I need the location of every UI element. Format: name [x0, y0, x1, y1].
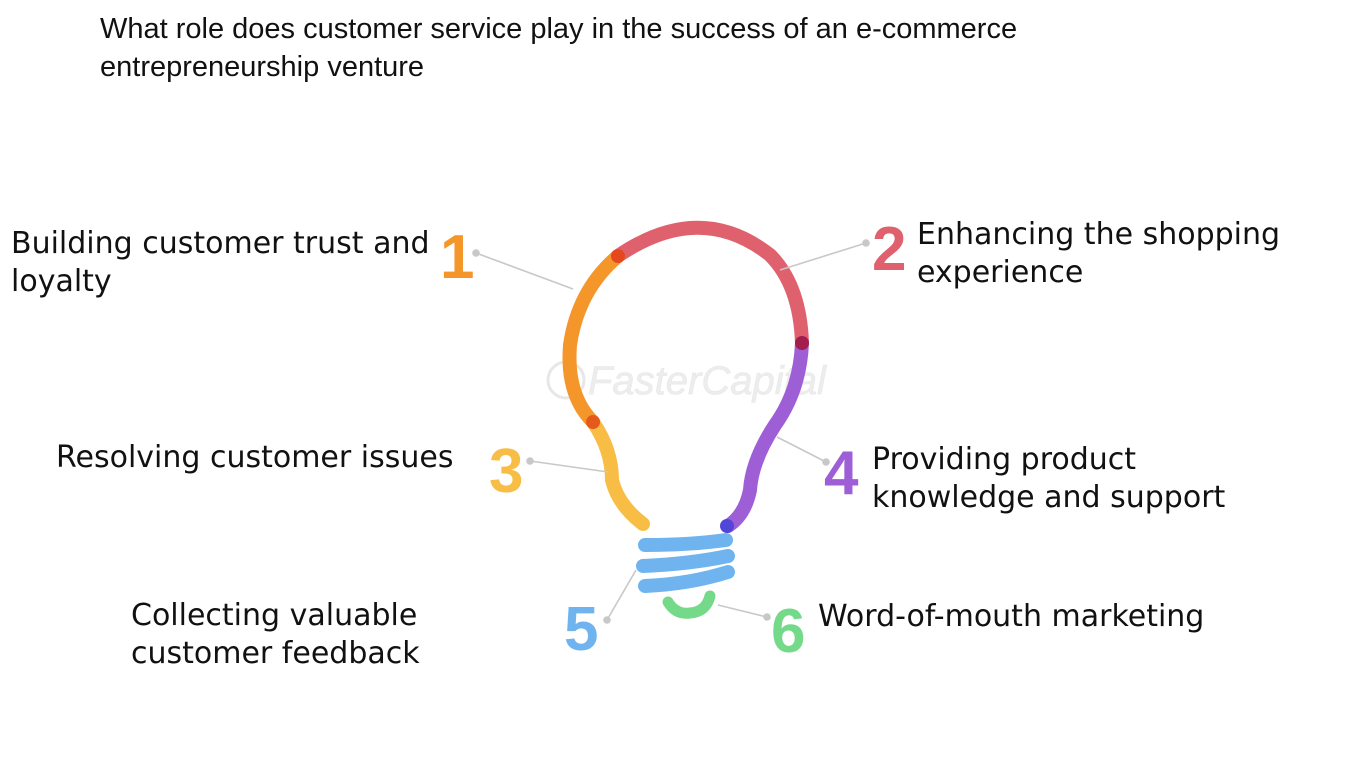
lightbulb-icon — [562, 220, 809, 619]
step-label-6-line-1: Word-of-mouth marketing — [818, 599, 1205, 634]
joint-dot — [611, 249, 625, 263]
step-number-1: 1 — [440, 223, 474, 292]
bulb-segment-5-coil-1 — [638, 533, 733, 552]
leader-line-5 — [606, 569, 637, 621]
leader-line-1-dot — [472, 249, 480, 257]
step-label-2: Enhancing the shopping experience — [917, 216, 1280, 292]
leader-line-6-dot — [763, 613, 771, 621]
leader-line-4-dot — [822, 458, 830, 466]
leader-lines — [472, 239, 870, 624]
step-number-5: 5 — [564, 595, 598, 664]
leader-line-6 — [717, 604, 768, 618]
bulb-segment-3 — [586, 415, 650, 531]
bulb-segment-5-coil-2 — [636, 549, 735, 573]
step-number-3: 3 — [489, 437, 523, 506]
step-label-4: Providing product knowledge and support — [872, 441, 1225, 517]
bulb-segment-6 — [662, 590, 716, 619]
step-label-1-line-1: Building customer trust and — [11, 226, 430, 261]
step-label-3: Resolving customer issues — [56, 439, 453, 477]
bulb-segment-1 — [562, 249, 625, 429]
page-title-line-2: entrepreneurship venture — [100, 51, 425, 83]
step-label-4-line-1: Providing product — [872, 442, 1137, 477]
page-title: What role does customer service play in … — [100, 10, 1150, 86]
bulb-segment-5-coil-3 — [638, 565, 735, 593]
leader-line-5-dot — [603, 616, 611, 624]
step-number-2: 2 — [872, 215, 906, 284]
leader-line-1 — [475, 252, 574, 290]
step-label-2-line-2: experience — [917, 255, 1084, 290]
leader-line-2-dot — [862, 239, 870, 247]
step-label-1: Building customer trust and loyalty — [11, 225, 430, 301]
joint-dot — [586, 415, 600, 429]
step-label-5: Collecting valuable customer feedback — [131, 597, 420, 673]
joint-dot — [720, 519, 734, 533]
leader-line-2 — [779, 242, 867, 271]
leader-line-4 — [776, 436, 827, 463]
page-title-line-1: What role does customer service play in … — [100, 13, 1018, 45]
leader-line-3-dot — [526, 457, 534, 465]
step-label-6: Word-of-mouth marketing — [818, 598, 1204, 636]
bulb-segment-2 — [611, 220, 809, 350]
step-label-5-line-2: customer feedback — [131, 636, 420, 671]
step-label-3-line-1: Resolving customer issues — [56, 440, 454, 475]
step-label-1-line-2: loyalty — [11, 264, 112, 299]
step-label-2-line-1: Enhancing the shopping — [917, 217, 1281, 252]
step-label-5-line-1: Collecting valuable — [131, 598, 418, 633]
leader-line-3 — [529, 460, 609, 473]
bulb-segment-4 — [721, 336, 809, 533]
joint-dot — [795, 336, 809, 350]
step-number-6: 6 — [771, 597, 805, 666]
step-label-4-line-2: knowledge and support — [872, 480, 1226, 515]
step-number-4: 4 — [824, 439, 859, 508]
